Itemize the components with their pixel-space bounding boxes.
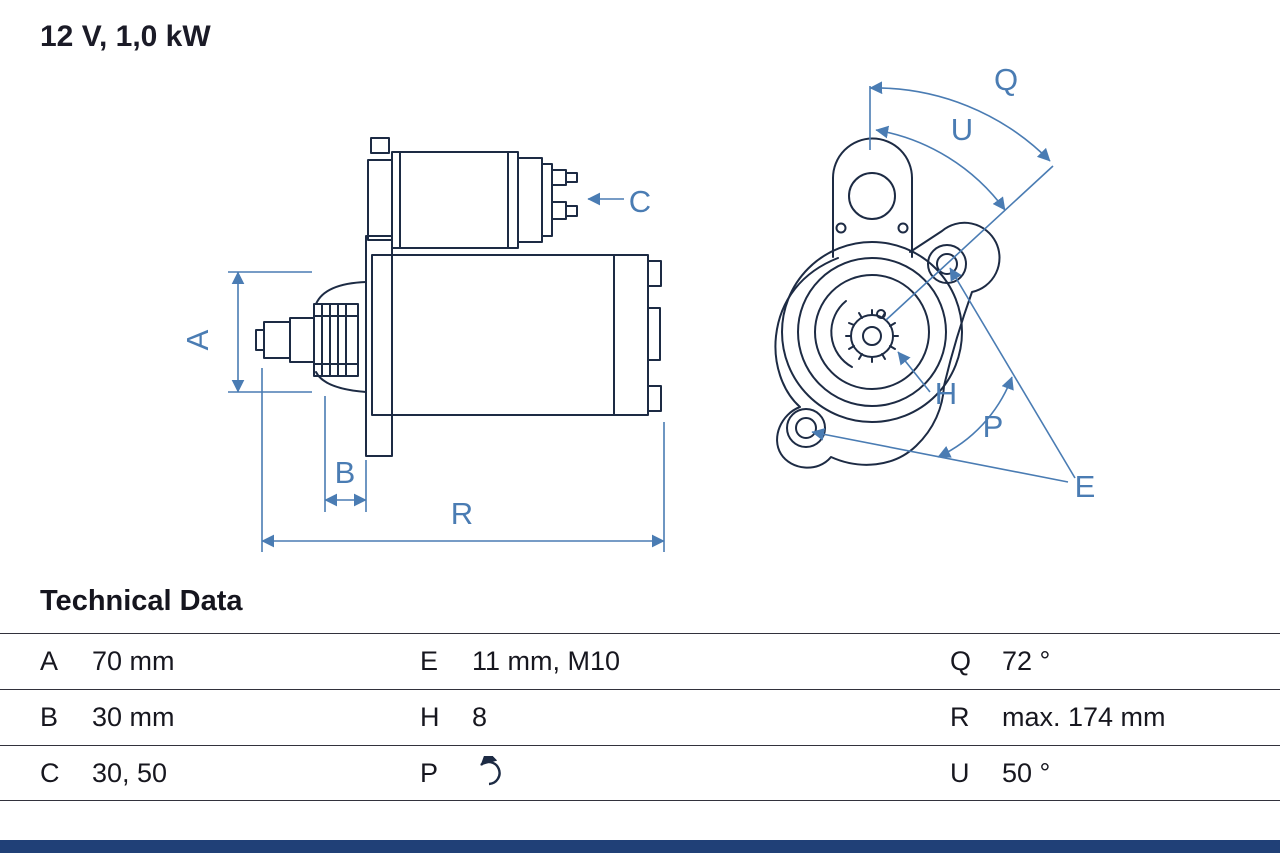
spec-key: H xyxy=(420,702,440,732)
spec-key: C xyxy=(40,757,60,788)
gear-teeth xyxy=(845,309,899,363)
spec-r: R max. 174 mm xyxy=(950,690,1280,745)
spec-e: E 11 mm, M10 xyxy=(380,634,950,689)
spec-key: B xyxy=(40,702,59,732)
dimension-label-a: A xyxy=(180,329,215,350)
spec-value: 11 mm, M10 xyxy=(472,646,621,676)
spec-value: max. 174 mm xyxy=(1002,702,1166,732)
table-row: C 30, 50 P U 50 ° xyxy=(0,745,1280,801)
dimension-label-b: B xyxy=(335,455,356,490)
spec-h: H 8 xyxy=(380,690,950,745)
technical-data-table: A 70 mm E 11 mm, M10 Q 72 ° B 30 mm H 8 … xyxy=(0,633,1280,801)
rotation-direction-icon xyxy=(480,756,501,786)
product-spec-title: 12 V, 1,0 kW xyxy=(40,20,211,53)
spec-key: A xyxy=(40,646,59,676)
dimension-label-p: P xyxy=(983,409,1004,444)
spec-a: A 70 mm xyxy=(0,634,380,689)
dimension-label-e: E xyxy=(1075,469,1096,504)
spec-value: 30, 50 xyxy=(92,757,168,788)
starter-motor-diagram: A B R C Q U E H P xyxy=(180,62,1095,552)
side-view xyxy=(255,137,662,457)
dimension-label-c: C xyxy=(629,184,651,219)
spec-key: Q xyxy=(950,646,972,676)
spec-u: U 50 ° xyxy=(950,746,1280,800)
dimension-label-q: Q xyxy=(994,62,1018,97)
spec-p: P xyxy=(380,746,950,800)
spec-key: R xyxy=(950,702,970,732)
spec-value: 50 ° xyxy=(1002,757,1051,788)
spec-value: 8 xyxy=(472,702,488,732)
footer-accent-bar xyxy=(0,840,1280,853)
front-view xyxy=(774,137,1001,469)
spec-q: Q 72 ° xyxy=(950,634,1280,689)
spec-key: E xyxy=(420,646,439,676)
spec-b: B 30 mm xyxy=(0,690,380,745)
technical-data-heading: Technical Data xyxy=(40,585,243,617)
spec-value: 72 ° xyxy=(1002,646,1051,676)
table-row: B 30 mm H 8 R max. 174 mm xyxy=(0,689,1280,745)
spec-key: P xyxy=(420,757,439,788)
spec-c: C 30, 50 xyxy=(0,746,380,800)
dimensions: A B R C Q U E H P xyxy=(180,62,1095,552)
dimension-label-h: H xyxy=(935,376,957,411)
dimension-label-r: R xyxy=(451,496,473,531)
dimension-label-u: U xyxy=(951,112,973,147)
spec-value: 30 mm xyxy=(92,702,175,732)
spec-key: U xyxy=(950,757,970,788)
spec-value-icon xyxy=(472,756,506,790)
table-row: A 70 mm E 11 mm, M10 Q 72 ° xyxy=(0,633,1280,689)
spec-value: 70 mm xyxy=(92,646,175,676)
